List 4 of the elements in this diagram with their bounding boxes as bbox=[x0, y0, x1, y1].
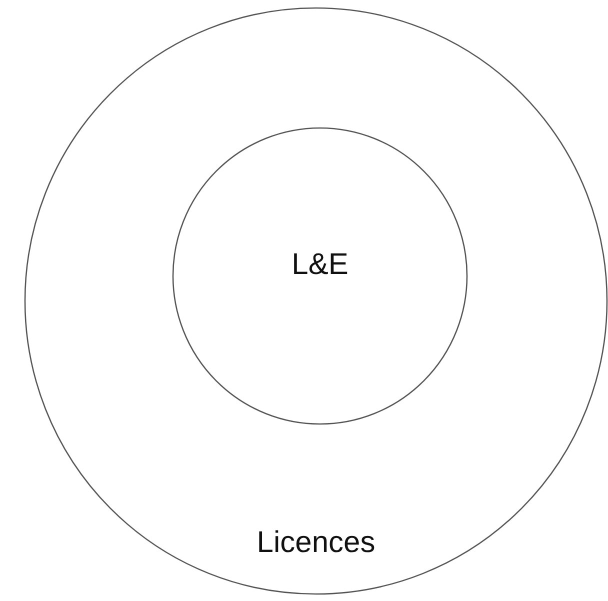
inner-circle bbox=[173, 128, 467, 424]
circle-label: L&E bbox=[292, 248, 348, 282]
circle-label: Licences bbox=[256, 526, 376, 560]
outer-circle bbox=[25, 8, 607, 594]
